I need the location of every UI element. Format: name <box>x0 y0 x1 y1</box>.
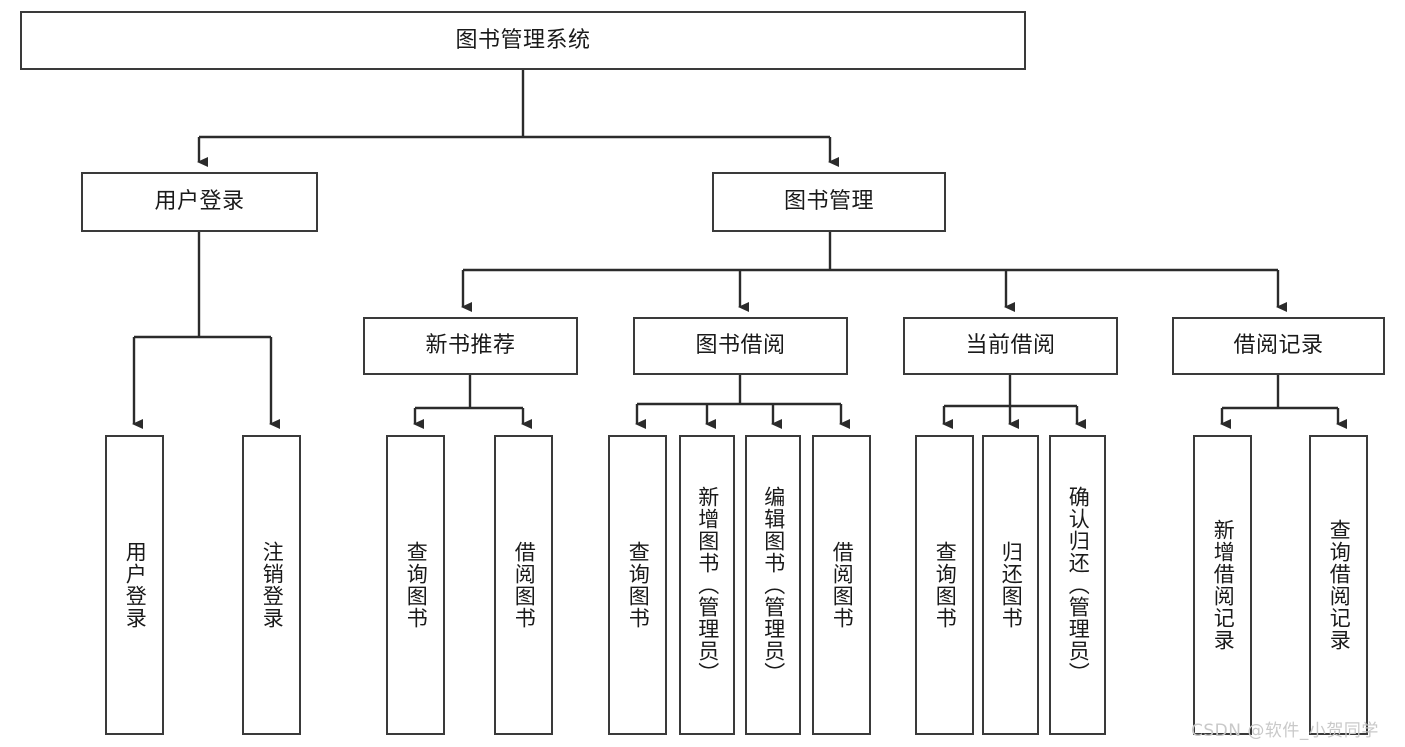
leaf-user-login-login[interactable]: 用户登录 <box>105 435 164 735</box>
node-label: 用户登录 <box>123 541 148 629</box>
node-label: 用户登录 <box>154 189 245 215</box>
node-label: 图书管理 <box>783 189 874 215</box>
leaf-borrow-query-book[interactable]: 查询图书 <box>608 435 667 735</box>
leaf-recommend-borrow-book[interactable]: 借阅图书 <box>494 435 553 735</box>
node-label: 查询图书 <box>626 541 651 629</box>
node-label: 新增借阅记录 <box>1211 519 1236 651</box>
leaf-borrow-add-book-admin[interactable]: 新增图书（管理员） <box>679 435 735 735</box>
node-current-borrow[interactable]: 当前借阅 <box>903 317 1118 375</box>
leaf-user-login-logout[interactable]: 注销登录 <box>242 435 301 735</box>
node-label: 归还图书 <box>999 541 1024 629</box>
leaf-recommend-query-book[interactable]: 查询图书 <box>386 435 445 735</box>
node-label: 图书借阅 <box>695 333 786 359</box>
node-label: 新增图书（管理员） <box>695 486 720 684</box>
leaf-current-query-book[interactable]: 查询图书 <box>915 435 974 735</box>
node-label: 借阅图书 <box>830 541 855 629</box>
node-root-system[interactable]: 图书管理系统 <box>20 11 1026 70</box>
leaf-record-query-record[interactable]: 查询借阅记录 <box>1309 435 1368 735</box>
leaf-current-confirm-return-admin[interactable]: 确认归还（管理员） <box>1049 435 1106 735</box>
node-label: 查询图书 <box>933 541 958 629</box>
node-book-management[interactable]: 图书管理 <box>712 172 946 232</box>
leaf-record-add-record[interactable]: 新增借阅记录 <box>1193 435 1252 735</box>
node-label: 新书推荐 <box>425 333 516 359</box>
csdn-watermark: CSDN @软件_小贺同学 <box>1191 721 1379 741</box>
node-borrow-record[interactable]: 借阅记录 <box>1172 317 1385 375</box>
leaf-current-return-book[interactable]: 归还图书 <box>982 435 1039 735</box>
node-label: 图书管理系统 <box>455 27 591 53</box>
node-label: 查询图书 <box>404 541 429 629</box>
leaf-borrow-edit-book-admin[interactable]: 编辑图书（管理员） <box>745 435 801 735</box>
node-label: 确认归还（管理员） <box>1066 486 1091 684</box>
node-label: 当前借阅 <box>965 333 1056 359</box>
node-book-borrow[interactable]: 图书借阅 <box>633 317 848 375</box>
node-label: 注销登录 <box>260 541 285 629</box>
node-label: 编辑图书（管理员） <box>761 486 786 684</box>
node-label: 查询借阅记录 <box>1327 519 1352 651</box>
node-label: 借阅记录 <box>1233 333 1324 359</box>
node-user-login[interactable]: 用户登录 <box>81 172 318 232</box>
node-new-book-recommend[interactable]: 新书推荐 <box>363 317 578 375</box>
node-label: 借阅图书 <box>512 541 537 629</box>
leaf-borrow-borrow-book[interactable]: 借阅图书 <box>812 435 871 735</box>
